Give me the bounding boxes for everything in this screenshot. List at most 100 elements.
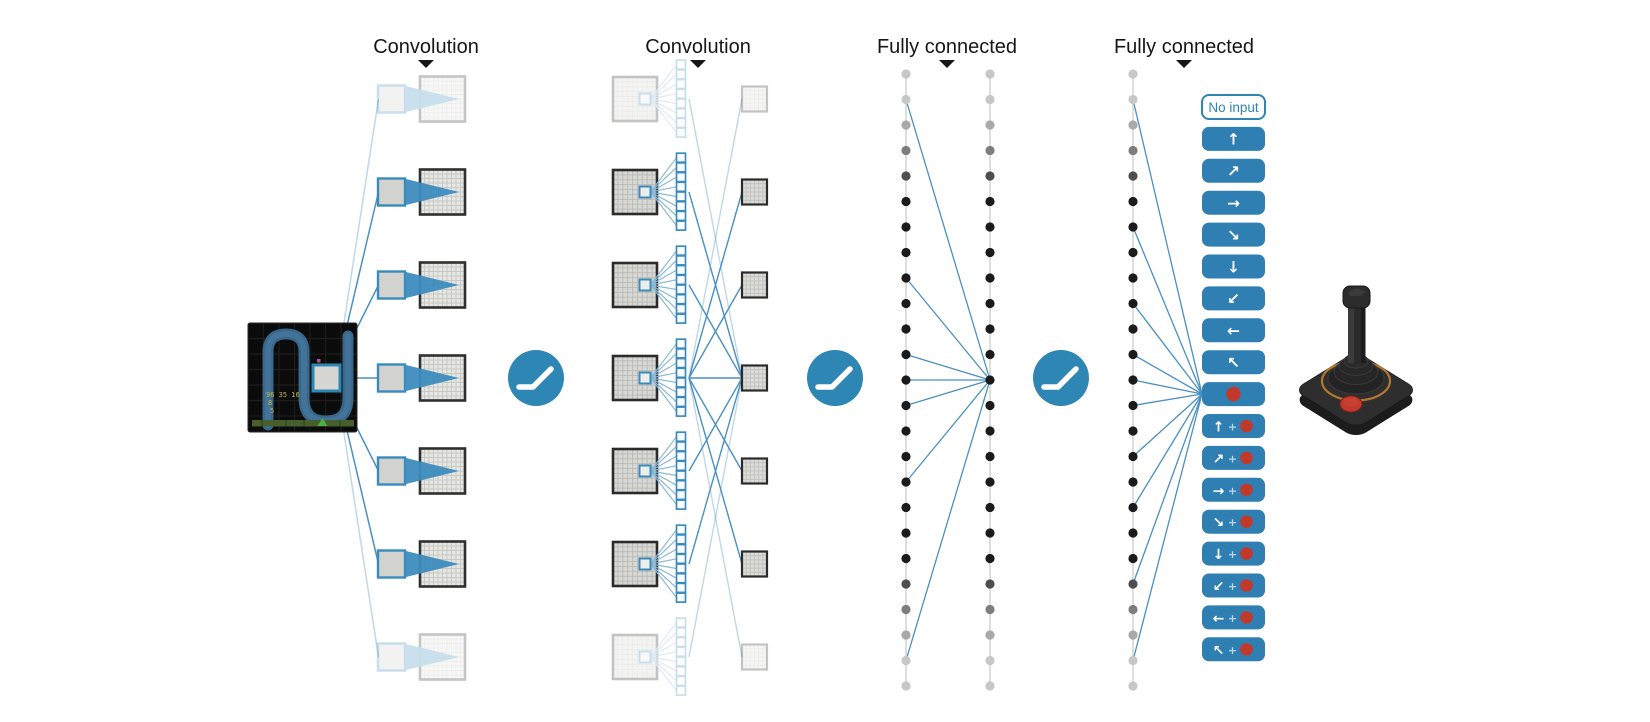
fire-button-icon [1240,419,1253,433]
action-button-down-fire[interactable]: ↓+ [1202,541,1265,566]
conv2-filter-fan-line [650,656,677,663]
conv2-filter-fan-line [650,377,677,393]
action-button-no-input[interactable]: No input [1201,94,1266,120]
conv2-filter-strip-square [675,489,687,501]
fc-node [901,349,911,360]
conv2-patch [638,464,652,478]
conv2-filter-fan-line [650,166,677,193]
conv2-filter-fan-line [650,656,677,682]
action-button-right[interactable]: → [1202,190,1265,215]
fc-node [1128,630,1138,640]
conv2-filter-fan-line [650,352,677,379]
fc-node [901,655,911,666]
down-triangle-icon [939,60,955,68]
action-button-bg [1202,509,1265,534]
conv2-filter-strip-square [675,255,687,266]
fc-node [985,171,995,181]
relu-activation-icon [508,350,564,406]
fc-node [985,375,995,385]
action-button-bg [1202,573,1265,598]
conv2-filter-fan-line [650,284,677,291]
action-button-fire[interactable] [1202,382,1265,407]
conv2-output-map-border [740,364,769,392]
fc-node [901,324,911,334]
conv2-output-map [740,550,769,578]
conv2-filter-strip-square [675,245,687,257]
action-button-up-right-fire[interactable]: ↗+ [1202,445,1265,470]
conv1-feature-map [418,633,467,681]
conv2-filter-fan-line [650,284,677,310]
fc-node [985,94,995,105]
conv2-filter-strip-square [675,313,687,324]
conv2-output-map-grid [742,644,767,670]
action-button-up-left[interactable]: ↖ [1202,350,1265,375]
conv2-filter-fan-line [650,558,677,565]
conv2-filter-strip-square [675,181,687,193]
arrow-icon: ↖ [1213,643,1225,659]
conv2-output-map [740,457,769,485]
conv2-patch [638,92,652,106]
conv2-filter-fan-line [650,465,677,472]
fc1-weight-line [905,379,991,407]
conv2-filter-strip-square [675,171,687,183]
fc1-weight-line [905,379,991,661]
conv2-filter-fan-line [650,563,677,589]
arrow-icon: → [1213,483,1225,499]
conv2-filter-strip-square [675,470,687,481]
fc-node [985,528,995,538]
fc-node [985,426,995,436]
fc-node [1128,528,1138,538]
fc-node [1128,349,1138,360]
conv2-filter-fan-line [650,269,677,286]
action-button-left[interactable]: ← [1202,318,1265,343]
fc2-weight-line [1132,303,1203,395]
conv2-filter-fan-line [650,284,677,300]
conv2-filter-fan-line [650,93,677,100]
conv2-filter-strip-square [675,479,687,491]
conv2-output-map-border [740,178,769,206]
conv2-filter-fan-line [650,64,677,100]
fc-node [985,502,995,513]
fc-node [901,196,911,207]
conv2-filter-fan-line [650,98,677,124]
action-button-bg [1202,445,1265,470]
conv2-filter-strip-square [675,675,687,687]
fc-node [901,553,911,564]
conv2-converge-line [688,377,743,565]
conv2-filter-fan-line [650,445,677,472]
fc1-weight-line [905,353,991,381]
conv2-filter-strip-square [675,543,687,555]
fc2-label: Fully connected [1114,36,1254,58]
action-button-up-left-fire[interactable]: ↖+ [1202,637,1265,662]
conv2-filter-fan-line [650,470,677,477]
action-button-down-left-fire[interactable]: ↙+ [1202,573,1265,598]
conv2-patch [638,371,652,385]
fire-button-icon [1240,579,1253,592]
action-button-down-left[interactable]: ↙ [1202,286,1265,311]
arrow-icon: ← [1213,611,1225,627]
action-button-right-fire[interactable]: →+ [1202,477,1265,502]
action-button-bg [1202,286,1265,311]
input-receptive-field-patch [311,363,342,393]
atari-joystick-illustration [1299,285,1413,435]
action-button-down-right-fire[interactable]: ↘+ [1202,509,1265,534]
fc-node [985,604,995,615]
conv2-filter-strip-square [675,59,687,71]
action-button-left-fire[interactable]: ←+ [1202,605,1265,630]
relu-circle [807,350,863,406]
fc-node [985,324,995,334]
conv2-input-map-border [611,447,659,495]
fc-node [1128,196,1138,207]
conv2-filter-strip-square [675,367,687,379]
fc-node [901,400,911,411]
conv2-filter-fan-line [650,250,677,286]
action-button-up-right[interactable]: ↗ [1202,158,1265,183]
action-button-down-right[interactable]: ↘ [1202,222,1265,247]
action-button-bg [1202,637,1265,662]
action-button-down[interactable]: ↓ [1202,254,1265,279]
action-button-up-fire[interactable]: ↑+ [1202,414,1265,438]
fc-node [985,222,995,232]
plus-sign: + [1228,452,1237,465]
conv2-filter-fan-line [650,631,677,658]
action-button-up[interactable]: ↑ [1202,126,1265,151]
